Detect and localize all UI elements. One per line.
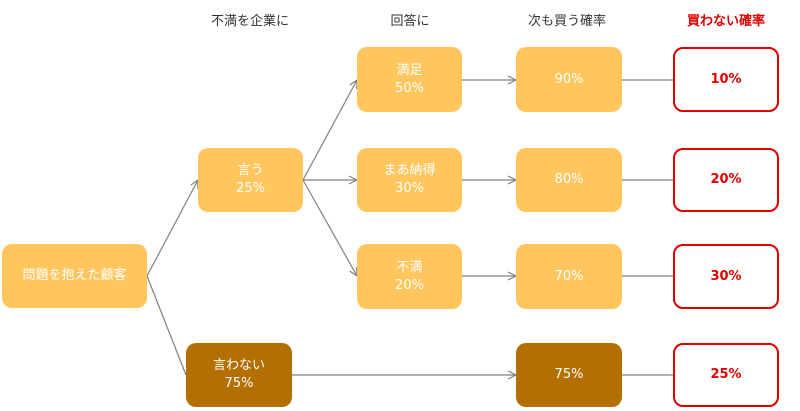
node-accept-label: まあ納得 bbox=[383, 163, 436, 178]
node-not-tell: 言わない 75% bbox=[186, 343, 292, 407]
header-buy-again: 次も買う確率 bbox=[527, 14, 606, 29]
node-not-tell-label: 言わない bbox=[212, 358, 265, 373]
link-root-not-tell bbox=[146, 275, 187, 376]
node-no-buy-not-tell: 25% bbox=[673, 343, 779, 407]
node-not-tell-value: 75% bbox=[224, 376, 254, 391]
node-no-buy-accept-value: 20% bbox=[710, 172, 742, 187]
node-buy-accept-value: 80% bbox=[554, 172, 584, 187]
node-no-buy-satisfied-value: 10% bbox=[710, 71, 742, 87]
link-tell-dissatisfied bbox=[302, 179, 357, 276]
node-no-buy-not-tell-value: 25% bbox=[710, 367, 742, 382]
node-tell-label: 言う bbox=[237, 163, 264, 178]
header-response: 回答に bbox=[390, 14, 430, 29]
node-tell: 言う 25% bbox=[198, 148, 303, 212]
header-not-buy: 買わない確率 bbox=[686, 14, 765, 29]
node-buy-satisfied: 90% bbox=[516, 47, 622, 112]
node-buy-accept: 80% bbox=[516, 148, 622, 212]
link-root-tell bbox=[146, 180, 198, 277]
node-dissatisfied: 不満 20% bbox=[357, 244, 462, 309]
node-customer-with-problem-label: 問題を抱えた顧客 bbox=[22, 268, 127, 283]
node-tell-value: 25% bbox=[236, 181, 265, 196]
node-no-buy-dissatisfied-value: 30% bbox=[710, 268, 742, 284]
node-no-buy-accept: 20% bbox=[673, 148, 779, 212]
node-no-buy-dissatisfied: 30% bbox=[673, 244, 779, 309]
link-tell-satisfied bbox=[302, 80, 357, 181]
node-buy-dissatisfied-value: 70% bbox=[554, 268, 584, 284]
node-no-buy-satisfied: 10% bbox=[673, 47, 779, 112]
node-dissatisfied-label: 不満 bbox=[396, 259, 423, 275]
header-tell-company: 不満を企業に bbox=[210, 14, 289, 29]
node-buy-dissatisfied: 70% bbox=[516, 244, 622, 309]
node-buy-satisfied-value: 90% bbox=[554, 71, 584, 87]
node-satisfied-label: 満足 bbox=[396, 62, 423, 78]
node-customer-with-problem: 問題を抱えた顧客 bbox=[2, 244, 147, 308]
node-buy-not-tell-value: 75% bbox=[554, 367, 584, 382]
node-buy-not-tell: 75% bbox=[516, 343, 622, 407]
node-accept-value: 30% bbox=[395, 181, 424, 196]
node-dissatisfied-value: 20% bbox=[395, 277, 424, 293]
node-accept: まあ納得 30% bbox=[357, 148, 462, 212]
node-satisfied: 満足 50% bbox=[357, 47, 462, 112]
node-satisfied-value: 50% bbox=[395, 80, 424, 96]
